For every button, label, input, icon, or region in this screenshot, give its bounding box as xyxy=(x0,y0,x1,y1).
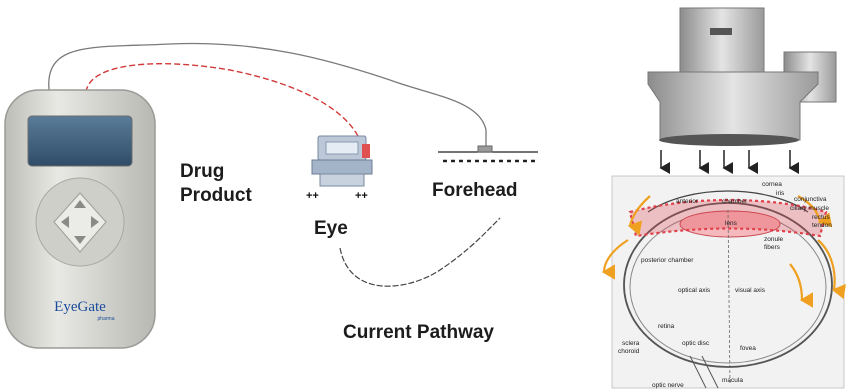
drug-product-label: Drug Product xyxy=(180,160,252,208)
anat-fovea: fovea xyxy=(740,345,756,352)
flow-arrows xyxy=(601,195,846,308)
metal-applicator xyxy=(647,7,837,146)
anat-optic-disc: optic disc xyxy=(682,340,710,347)
anat-iris: iris xyxy=(776,190,785,197)
anat-cornea: cornea xyxy=(762,181,782,188)
anat-lens: lens xyxy=(725,220,737,227)
handheld-device: EyeGate pharma xyxy=(4,89,156,349)
anat-sclera: sclera xyxy=(622,340,640,347)
device-brand: EyeGate xyxy=(54,299,106,315)
anat-macula: macula xyxy=(722,377,743,384)
eye-label: Eye xyxy=(314,218,348,239)
current-pathway-label: Current Pathway xyxy=(343,322,494,343)
anat-posterior-chamber: posterior chamber xyxy=(641,257,694,264)
anat-retina: retina xyxy=(658,323,675,330)
drug-label-line1: Drug xyxy=(180,161,225,182)
forehead-label: Forehead xyxy=(432,180,518,201)
device-wires xyxy=(48,42,501,287)
eye-applicator xyxy=(311,135,373,187)
anat-zonule-fibers: zonule fibers xyxy=(764,236,784,251)
anat-anterior: anterior xyxy=(676,198,699,205)
device-brand-sub: pharma xyxy=(98,316,115,322)
anat-ciliary-muscle: ciliary muscle xyxy=(790,205,830,212)
drug-label-line2: Product xyxy=(180,185,252,206)
anat-conjunctiva: conjunctiva xyxy=(794,196,827,203)
anat-chamber: chamber xyxy=(722,198,748,205)
anat-optical-axis: optical axis xyxy=(678,287,711,294)
delivery-arrows xyxy=(659,150,799,174)
anat-choroid: choroid xyxy=(618,348,640,355)
plus-left-label: ++ xyxy=(306,190,319,202)
anat-rectus-tendon: rectus tendon xyxy=(812,214,832,229)
anat-visual-axis: visual axis xyxy=(735,287,765,294)
plus-right-label: ++ xyxy=(355,190,368,202)
forehead-electrode xyxy=(438,145,538,163)
eye-cross-section xyxy=(611,175,845,389)
anat-optic-nerve: optic nerve xyxy=(652,382,684,389)
